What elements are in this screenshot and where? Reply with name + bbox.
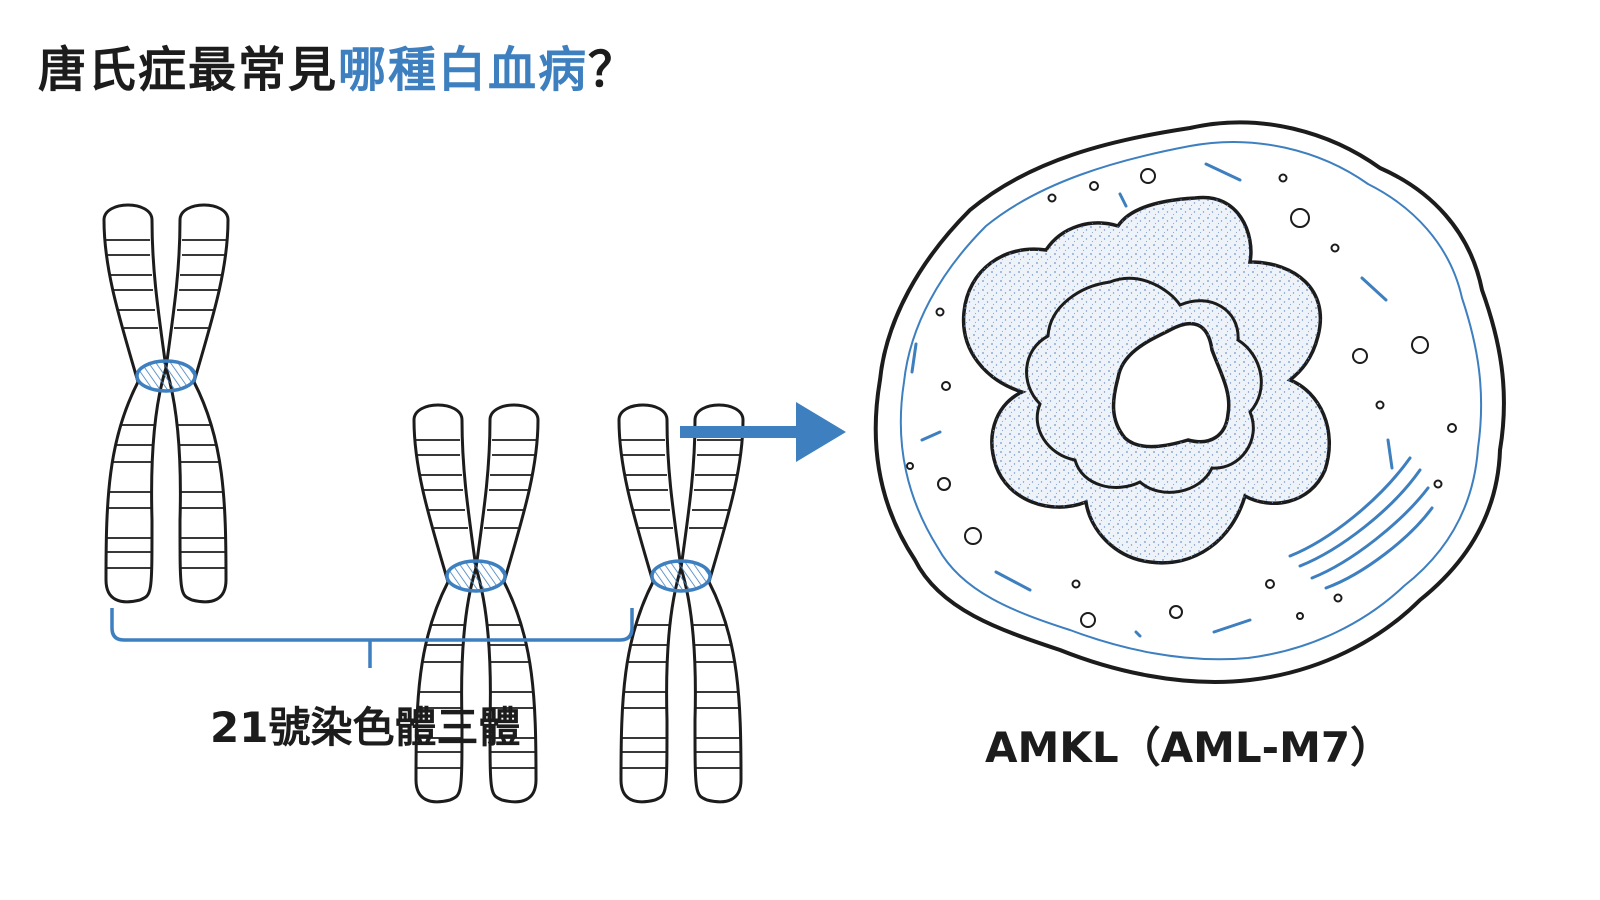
cell-inner-membrane — [899, 141, 1483, 661]
trisomy-21-label: 21號染色體三體 — [210, 703, 521, 752]
title-part-end: ？ — [588, 42, 639, 98]
chromosome-icon — [617, 403, 745, 804]
megakaryoblast-cell-icon — [873, 120, 1506, 684]
page-title: 唐氏症最常見哪種白血病？ — [38, 38, 638, 102]
arrow-right-icon — [680, 402, 846, 462]
chromosome-icon — [102, 203, 230, 604]
amkl-label: AMKL（AML-M7） — [985, 723, 1393, 772]
bracket — [110, 608, 634, 668]
title-part-dark: 唐氏症最常見 — [38, 42, 339, 98]
title-part-accent: 哪種白血病 — [338, 42, 589, 98]
